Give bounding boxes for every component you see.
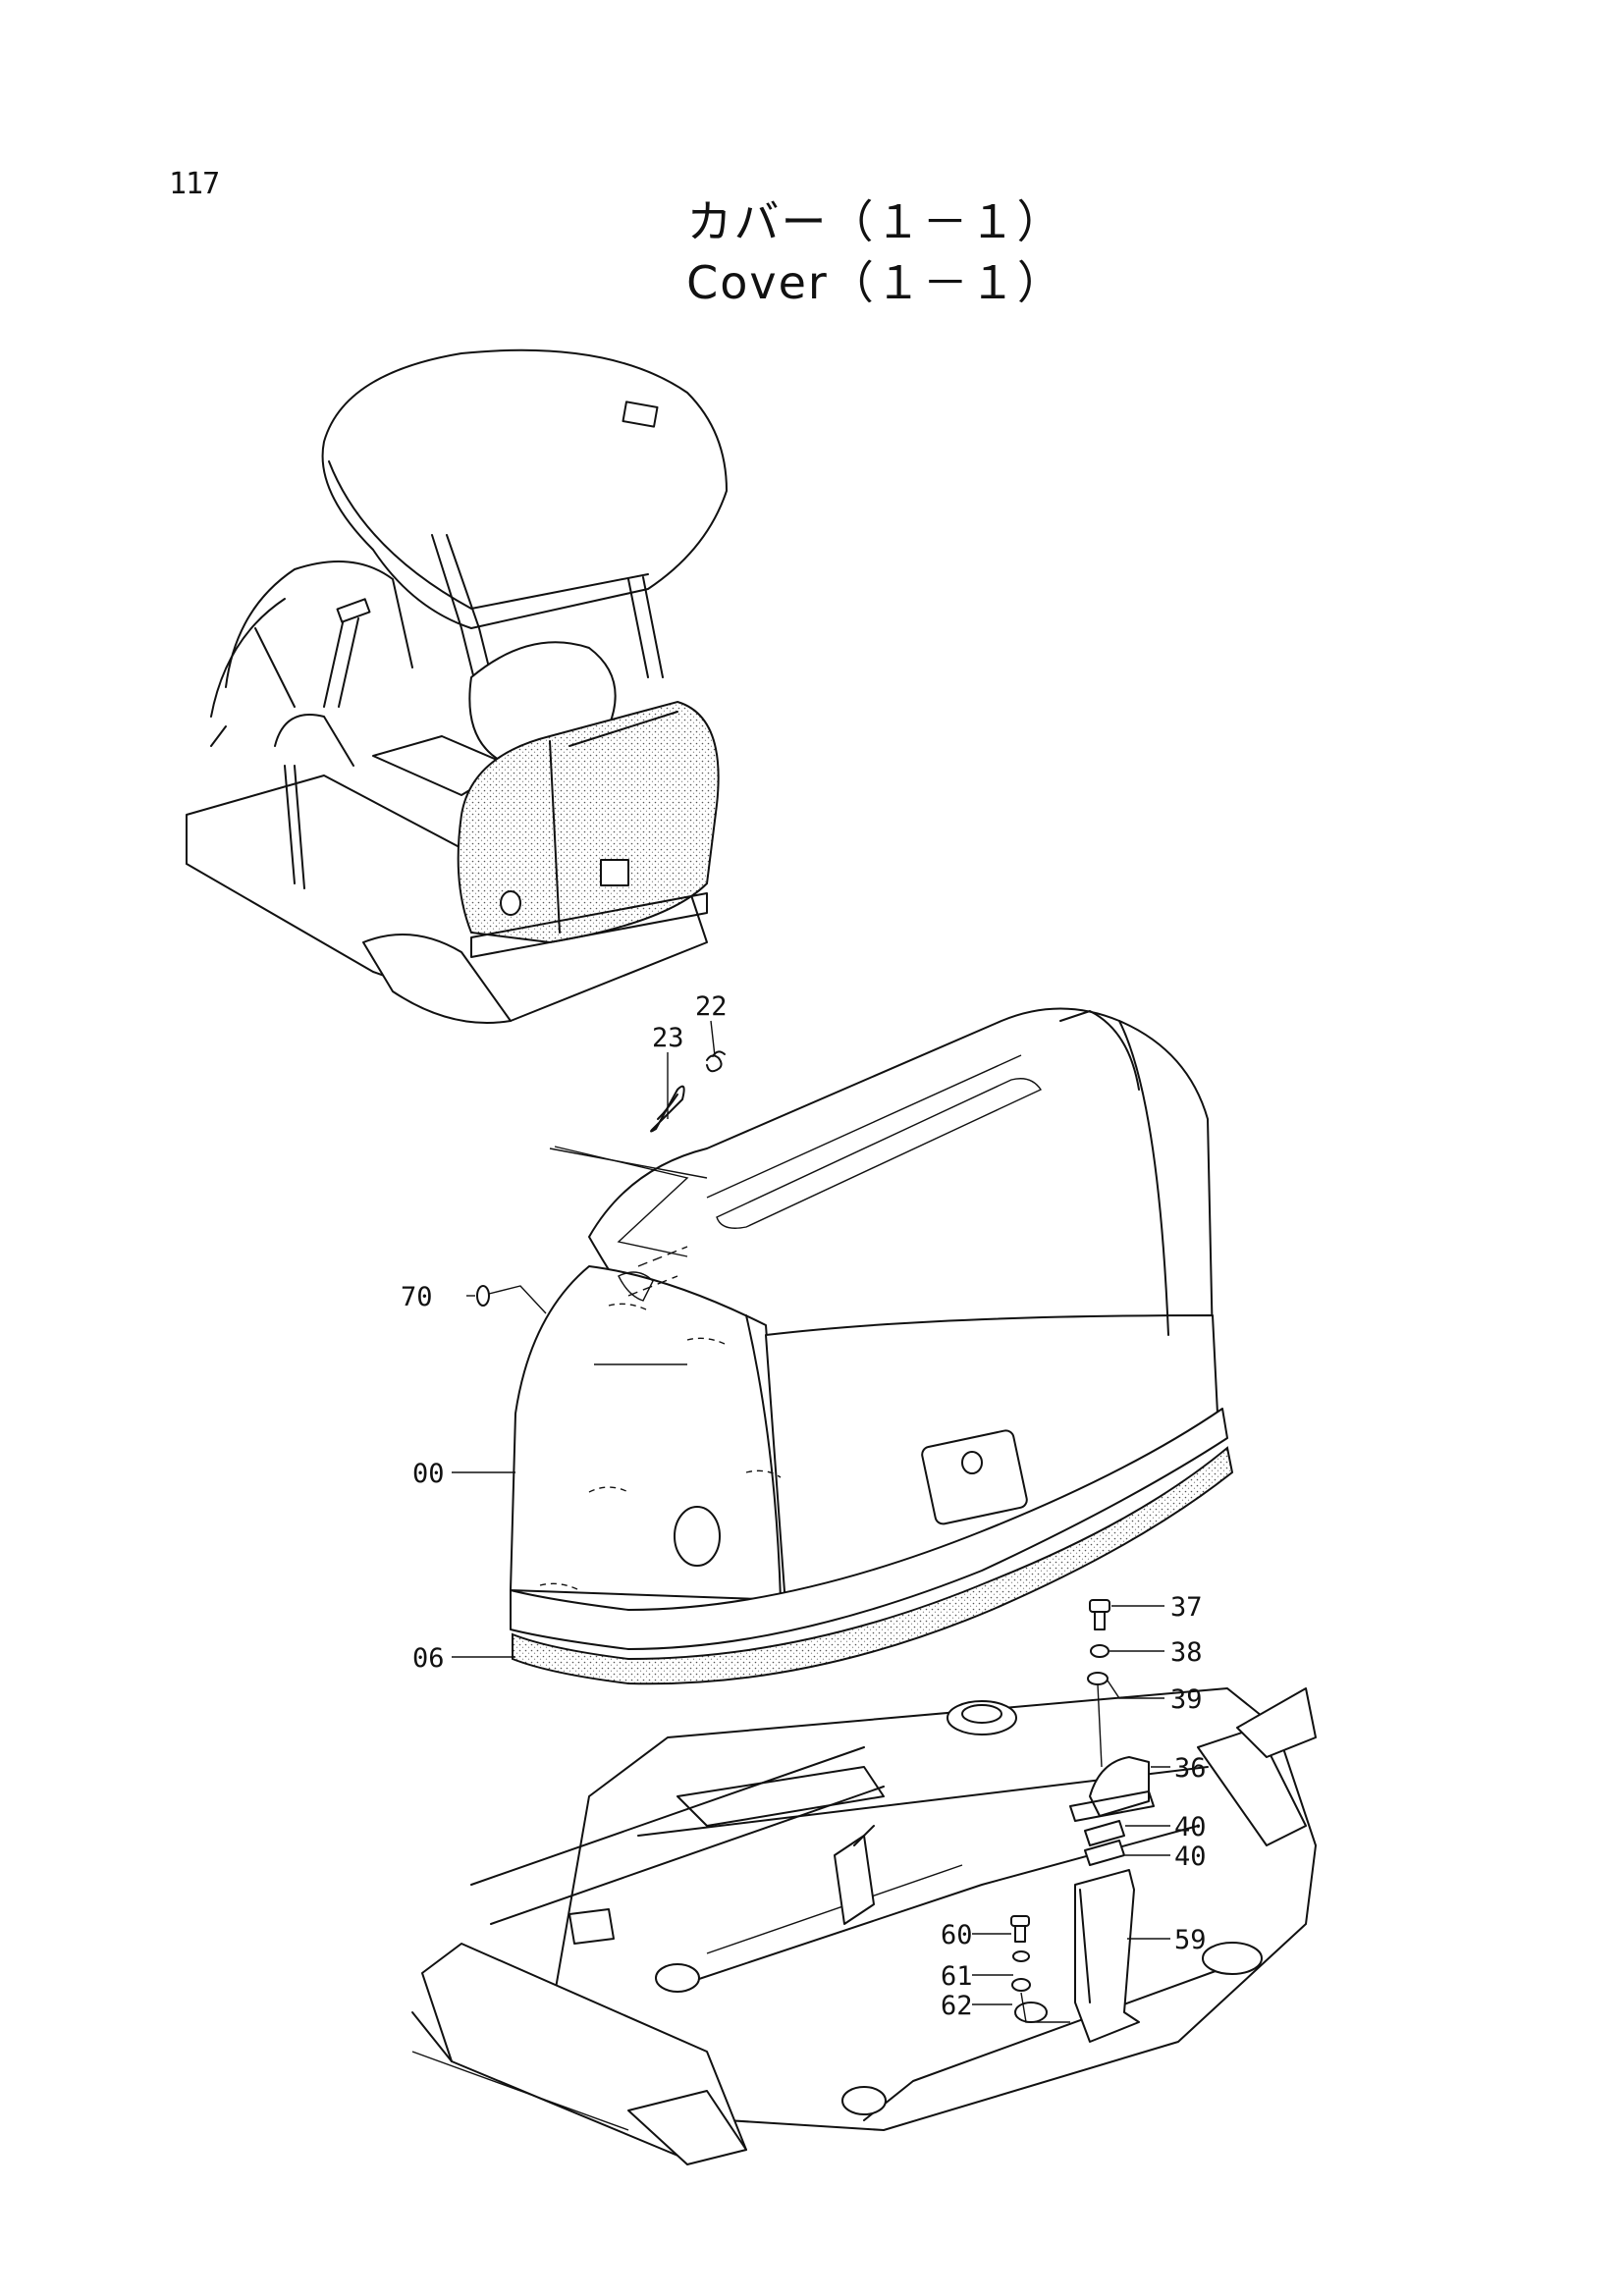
callout-40-lower: 40 xyxy=(1174,1842,1207,1872)
callout-39: 39 xyxy=(1170,1684,1203,1715)
callout-60: 60 xyxy=(941,1920,973,1950)
callout-22: 22 xyxy=(695,991,728,1022)
spring-pin-illustration xyxy=(650,1050,726,1133)
callout-61: 61 xyxy=(941,1961,973,1992)
page-title-english: Cover（１－１） xyxy=(686,256,1064,309)
page-number: 117 xyxy=(169,167,220,201)
frame-illustration xyxy=(411,1599,1317,2165)
callout-62: 62 xyxy=(941,1991,973,2021)
callouts: 23 22 70 00 06 37 38 39 36 40 40 59 60 6… xyxy=(401,991,1207,2021)
cover-illustration xyxy=(510,1007,1234,1685)
callout-23: 23 xyxy=(652,1023,684,1053)
page-title-japanese: カバー（１－１） xyxy=(686,195,1064,248)
washer-70-illustration xyxy=(476,1285,490,1307)
callout-36: 36 xyxy=(1174,1753,1207,1784)
callout-37: 37 xyxy=(1170,1592,1203,1623)
callout-70: 70 xyxy=(401,1282,433,1312)
callout-00: 00 xyxy=(412,1459,445,1489)
callout-40-upper: 40 xyxy=(1174,1812,1207,1842)
callout-38: 38 xyxy=(1170,1637,1203,1668)
callout-59: 59 xyxy=(1174,1925,1207,1955)
leader-lines xyxy=(452,1020,1170,2005)
callout-06: 06 xyxy=(412,1643,445,1674)
machine-overview-illustration xyxy=(186,348,728,1024)
